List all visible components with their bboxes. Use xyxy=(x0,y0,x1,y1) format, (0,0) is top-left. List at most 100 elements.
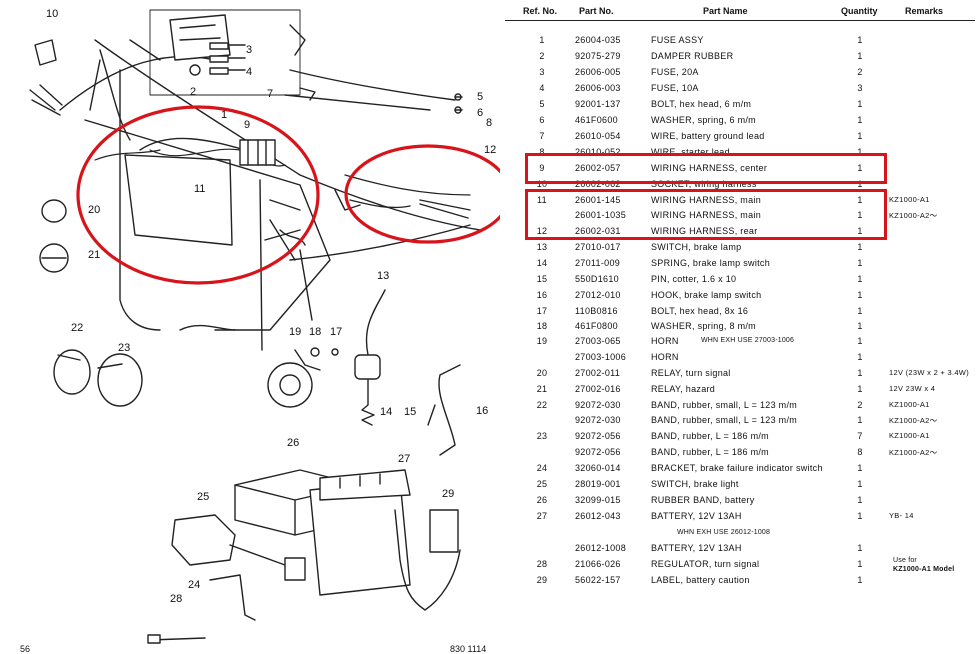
highlight-row-9 xyxy=(525,153,887,184)
ref-cell: 29 xyxy=(536,575,548,585)
diagram-drawing xyxy=(29,9,500,644)
ref-cell: 24 xyxy=(536,463,548,473)
quantity-cell: 1 xyxy=(857,368,863,378)
quantity-cell: 1 xyxy=(857,479,863,489)
part-no-cell: 26012-043 xyxy=(575,511,621,521)
part-no-cell: 92075-279 xyxy=(575,51,621,61)
part-no-cell: 26010-054 xyxy=(575,131,621,141)
remarks-cell: KZ1000-A2～ xyxy=(889,448,938,457)
remarks-cell: KZ1000-A1 xyxy=(889,431,930,440)
quantity-cell: 1 xyxy=(857,258,863,268)
ref-cell: 12 xyxy=(536,226,548,236)
part-no-cell: 28019-001 xyxy=(575,479,621,489)
remarks-cell: 12V (23W x 2 + 3.4W) xyxy=(889,368,969,377)
part-name-cell: FUSE, 20A xyxy=(651,67,699,77)
callout-23: 23 xyxy=(118,342,131,354)
quantity-cell: 1 xyxy=(857,352,863,362)
callout-7: 7 xyxy=(267,88,274,100)
ref-cell: 25 xyxy=(536,479,548,489)
ref-cell: 15 xyxy=(536,274,548,284)
callout-20: 20 xyxy=(88,204,101,216)
part-name-cell: RUBBER BAND, battery xyxy=(651,495,755,505)
part-no-cell: 27012-010 xyxy=(575,290,621,300)
part-name-cell: BAND, rubber, L = 186 m/m xyxy=(651,431,769,441)
part-name-cell: BATTERY, 12V 13AH xyxy=(651,543,742,553)
callout-10: 10 xyxy=(46,8,59,20)
part-name-cell: WIRING HARNESS, main xyxy=(651,195,762,205)
remarks-cell: KZ1000-A1 xyxy=(889,400,930,409)
part-no-cell: 56022-157 xyxy=(575,575,621,585)
remarks-cell: YB- 14 xyxy=(889,511,914,520)
quantity-cell: 1 xyxy=(857,575,863,585)
frame-top-tube xyxy=(59,55,216,111)
remarks-cell: KZ1000-A2～ xyxy=(889,211,938,220)
part-name-cell: WIRING HARNESS, center xyxy=(651,163,768,173)
quantity-cell: 2 xyxy=(857,400,863,410)
header-name: Part Name xyxy=(703,6,748,16)
part-name-cell: HORN xyxy=(651,336,679,346)
ref-cell: 26 xyxy=(536,495,548,505)
quantity-cell: 1 xyxy=(857,147,863,157)
ref-cell: 11 xyxy=(537,195,547,205)
part-no-cell: 27010-017 xyxy=(575,242,621,252)
ref-cell: 3 xyxy=(539,67,545,77)
callout-9: 9 xyxy=(244,119,251,131)
part-no-cell: 92072-030 xyxy=(575,400,621,410)
callout-14: 14 xyxy=(380,406,393,418)
ref-cell: 5 xyxy=(539,99,545,109)
ref-cell: 17 xyxy=(536,306,548,316)
quantity-cell: 1 xyxy=(857,163,863,173)
part-name-cell: WASHER, spring, 8 m/m xyxy=(651,321,756,331)
ref-cell: 23 xyxy=(536,431,548,441)
part-name-cell: WIRE, battery ground lead xyxy=(651,131,765,141)
part-no-cell: 92072-056 xyxy=(575,431,621,441)
part-no-cell: 27002-011 xyxy=(575,368,621,378)
regulator-note-line1: Use for xyxy=(893,557,917,564)
ref-cell: 28 xyxy=(536,559,548,569)
highlight-center-harness xyxy=(76,105,320,285)
part-name-cell: DAMPER RUBBER xyxy=(651,51,734,61)
part-name-cell: WIRING HARNESS, main xyxy=(651,210,762,220)
regulator-note-line2: KZ1000-A1 Model xyxy=(893,566,955,573)
ref-cell: 16 xyxy=(536,290,548,300)
callout-4: 4 xyxy=(246,66,253,78)
callout-3: 3 xyxy=(246,44,253,56)
frame-backbone xyxy=(94,39,481,231)
quantity-cell: 1 xyxy=(857,35,863,45)
part-name-cell: HORN xyxy=(651,352,679,362)
ref-cell: 9 xyxy=(539,163,545,173)
callout-17: 17 xyxy=(330,326,343,338)
callout-2: 2 xyxy=(190,86,197,98)
quantity-cell: 1 xyxy=(857,511,863,521)
part-no-cell: 461F0800 xyxy=(575,321,618,331)
catalog-code: 830 1114 xyxy=(450,644,487,654)
ref-cell: 8 xyxy=(539,147,545,157)
ref-cell: 21 xyxy=(536,384,548,394)
part-no-cell: 26006-003 xyxy=(575,83,621,93)
frame-down-tube xyxy=(119,69,161,331)
quantity-cell: 8 xyxy=(857,447,863,457)
